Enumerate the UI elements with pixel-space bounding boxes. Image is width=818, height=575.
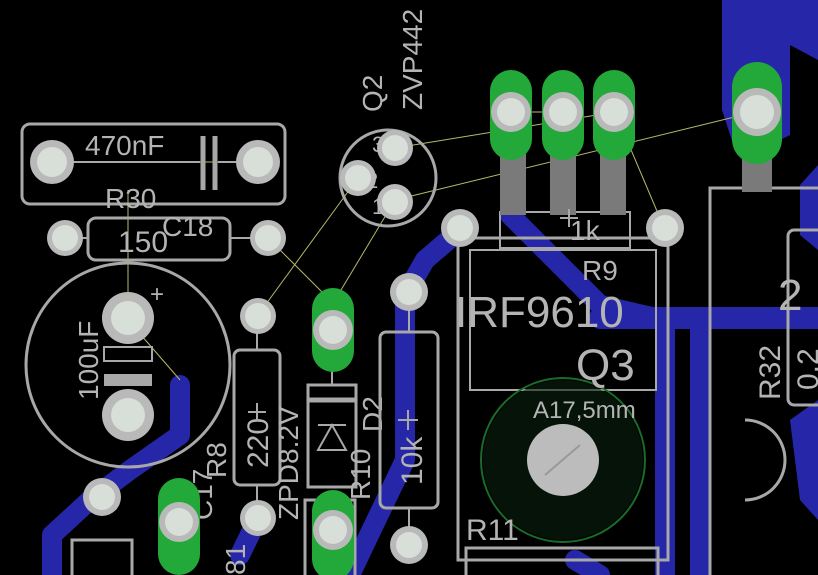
pad[interactable] bbox=[240, 500, 276, 536]
polarity-mark: + bbox=[150, 281, 164, 308]
capacitor-value: 470nF bbox=[85, 130, 164, 161]
pad-highlighted[interactable] bbox=[158, 478, 200, 575]
pad-highlighted[interactable] bbox=[542, 70, 584, 160]
resistor-ref: R32 bbox=[754, 345, 787, 400]
airwire bbox=[257, 177, 359, 316]
copper-pour[interactable] bbox=[800, 165, 818, 250]
pad-highlighted[interactable] bbox=[490, 70, 532, 160]
pad[interactable] bbox=[377, 130, 413, 166]
resistor-value: 0.2 bbox=[792, 348, 818, 390]
capacitor-470nf[interactable]: 470nF bbox=[20, 122, 287, 206]
diode-value: ZPD8.2V bbox=[273, 406, 304, 520]
pad-highlighted[interactable] bbox=[732, 62, 782, 164]
pad[interactable] bbox=[30, 140, 74, 184]
pad[interactable] bbox=[240, 298, 276, 334]
pad[interactable] bbox=[441, 209, 479, 247]
pad[interactable] bbox=[390, 273, 428, 311]
partial-label: 81 bbox=[220, 544, 251, 575]
partial-label: 2 bbox=[778, 271, 802, 320]
resistor-value: 1k bbox=[570, 215, 601, 246]
diode-ref: D2 bbox=[357, 396, 388, 432]
pad[interactable] bbox=[390, 526, 428, 564]
resistor-ref: R8 bbox=[201, 442, 232, 478]
trace[interactable] bbox=[340, 285, 415, 575]
diode-d2[interactable]: D2 ZPD8.2V R10 bbox=[273, 355, 388, 520]
pad-highlighted[interactable] bbox=[593, 70, 635, 160]
pad[interactable] bbox=[646, 209, 684, 247]
pad[interactable] bbox=[102, 292, 154, 344]
resistor-value: 150 bbox=[118, 226, 168, 259]
resistor-ref: R10 bbox=[345, 449, 376, 500]
capacitor-value: 100uF bbox=[73, 321, 104, 400]
pads bbox=[30, 130, 684, 564]
pad[interactable] bbox=[340, 160, 376, 196]
resistor-r9[interactable]: 1k R9 bbox=[570, 215, 618, 286]
transistor-q3[interactable]: IRF9610 Q3 A17,5mm bbox=[455, 130, 670, 575]
origin-marks bbox=[248, 209, 578, 430]
pad[interactable] bbox=[83, 478, 121, 516]
transistor-ref: Q2 bbox=[357, 75, 388, 112]
pad[interactable] bbox=[236, 140, 280, 184]
pad-highlighted[interactable] bbox=[312, 490, 354, 575]
resistor-r32[interactable]: R32 0.2 2 bbox=[708, 150, 818, 575]
pad[interactable] bbox=[47, 220, 83, 256]
mounting-hole-label: A17,5mm bbox=[533, 397, 636, 424]
capacitor-100uf[interactable]: + 100uF bbox=[24, 261, 232, 469]
transistor-ref: Q3 bbox=[576, 341, 635, 390]
resistor-r10[interactable]: 10k bbox=[378, 310, 440, 530]
pad[interactable] bbox=[377, 184, 413, 220]
capacitor-ref: C18 bbox=[162, 211, 213, 242]
highlighted-pads bbox=[158, 62, 782, 575]
trace[interactable] bbox=[565, 550, 610, 575]
transistor-value: IRF9610 bbox=[455, 288, 624, 337]
pad[interactable] bbox=[102, 389, 154, 441]
resistor-ref: R30 bbox=[105, 183, 156, 214]
resistor-value: 220 bbox=[242, 418, 275, 468]
pad[interactable] bbox=[250, 220, 286, 256]
copper-pour[interactable] bbox=[790, 400, 818, 520]
resistor-value: 10k bbox=[396, 436, 429, 485]
pad-highlighted[interactable] bbox=[312, 288, 354, 372]
resistor-ref: R9 bbox=[582, 255, 618, 286]
resistor-ref: R11 bbox=[466, 514, 519, 547]
resistor-r30[interactable]: R30 150 C18 bbox=[65, 183, 268, 262]
transistor-value: ZVP442 bbox=[397, 9, 428, 110]
airwire bbox=[331, 199, 396, 306]
